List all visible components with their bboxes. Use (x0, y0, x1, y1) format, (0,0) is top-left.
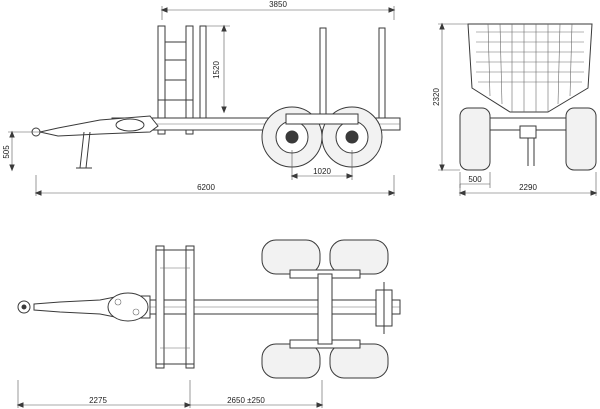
dim-track-offset: 500 (459, 172, 491, 188)
front-stakes (157, 25, 207, 135)
dim-overall-width: 2290 (458, 172, 598, 196)
dim-axle-spacing-label: 1020 (313, 167, 331, 176)
top-drawbar (17, 292, 151, 322)
rear-bunk (375, 282, 393, 334)
rear-stakes (319, 27, 386, 119)
dim-overall-height-label: 2320 (432, 88, 441, 106)
dim-top-length-label: 3850 (269, 0, 287, 9)
dim-track-offset-label: 500 (468, 175, 482, 184)
dim-hitch-height: 505 (2, 130, 40, 172)
rear-stake-frame (467, 23, 593, 113)
dim-adjustable-length: 2650 ±250 (190, 380, 324, 408)
dim-stake-height-label: 1520 (212, 61, 221, 79)
dim-top-length: 3850 (160, 0, 396, 20)
top-wheels (261, 239, 389, 379)
dim-drawbar-length-label: 2275 (89, 396, 107, 405)
dim-drawbar-length: 2275 (16, 380, 192, 408)
dim-axle-spacing: 1020 (290, 150, 354, 180)
top-view: 2275 2650 ±250 (16, 239, 401, 408)
side-wheels (261, 106, 383, 168)
drawbar (31, 115, 159, 169)
dim-adjustable-length-label: 2650 ±250 (227, 396, 265, 405)
side-view: 3850 1520 (2, 0, 401, 196)
dim-overall-length-label: 6200 (197, 183, 215, 192)
top-main-beam (149, 299, 401, 315)
rear-view: 2320 500 2290 (432, 22, 598, 196)
rear-wheels (459, 107, 597, 171)
dim-overall-length: 6200 (34, 175, 396, 196)
dim-hitch-height-label: 505 (2, 145, 11, 159)
dim-stake-height: 1520 (206, 24, 230, 114)
front-bunk (155, 245, 195, 369)
dim-overall-height: 2320 (432, 22, 468, 172)
dim-overall-width-label: 2290 (519, 183, 537, 192)
